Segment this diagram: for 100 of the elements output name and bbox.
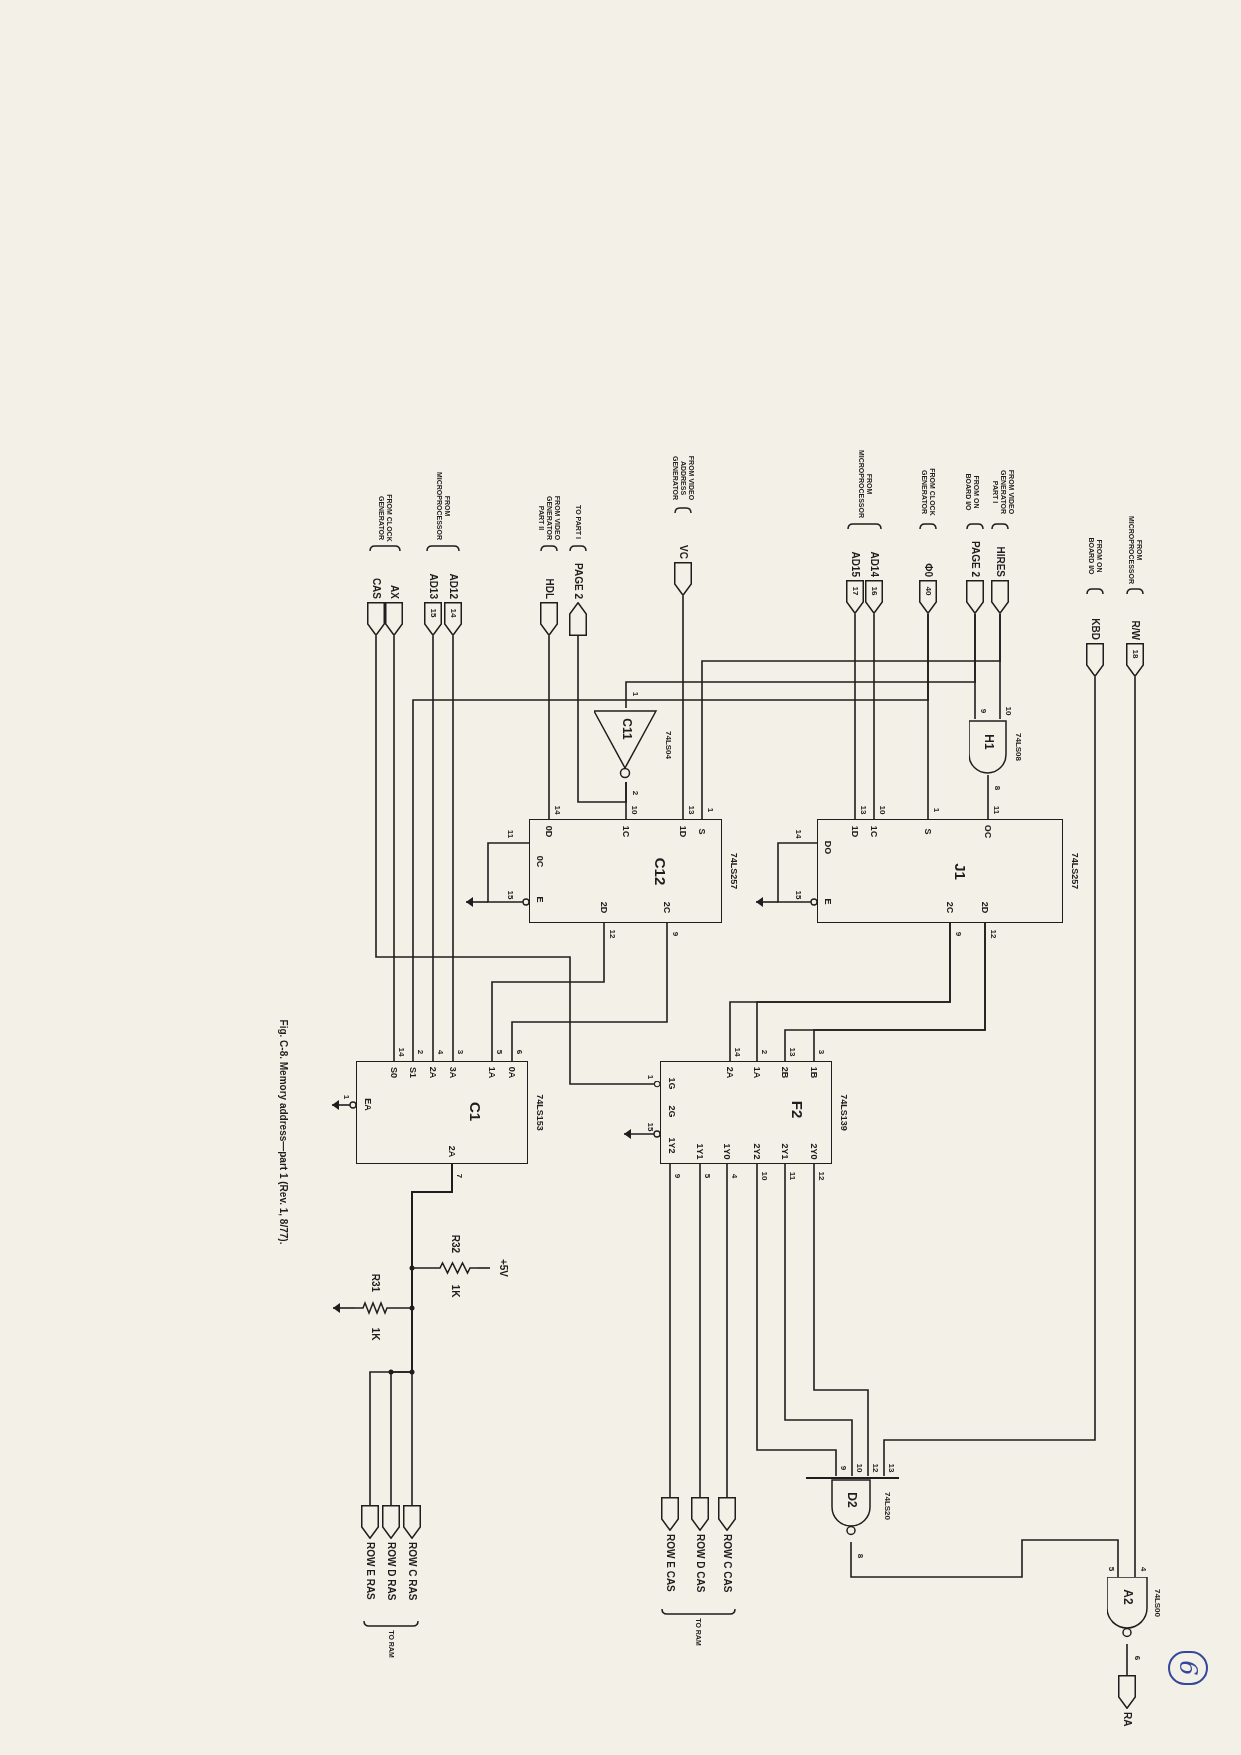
pin-number: 1 [341, 1094, 351, 1100]
pin-number: 14 [448, 608, 459, 618]
pin-label: 1Y1 [695, 1143, 706, 1160]
pin-label: 1D [678, 825, 689, 838]
wire [393, 635, 395, 1062]
pin-number: 4 [729, 1173, 739, 1179]
pin-label: 1Y2 [667, 1137, 678, 1154]
pin-label: 1C [869, 825, 880, 838]
pin-label: S1 [408, 1067, 419, 1078]
pin-number: 40 [923, 586, 934, 596]
pin-number: 9 [953, 931, 963, 937]
pin-label: 1A [487, 1066, 498, 1079]
pin-number: 10 [877, 805, 887, 815]
pin-label: 2B [780, 1066, 791, 1079]
wire [854, 613, 856, 820]
pin-number: 10 [759, 1171, 769, 1181]
pin-number: 15 [505, 890, 515, 900]
pin-label: S0 [389, 1067, 400, 1078]
pin-label: OC [983, 824, 994, 839]
pin-label: 2G [667, 1105, 678, 1118]
pin-number: 12 [607, 929, 617, 939]
pin-label: S [923, 828, 934, 835]
pin-number: 3 [816, 1049, 826, 1055]
figure-caption: Fig. C-8. Memory address—part 1 (Rev. 1, 8/77). [277, 1019, 289, 1245]
chip-label: C12 [652, 857, 669, 886]
pin-number: 9 [978, 708, 988, 714]
wire [682, 595, 684, 820]
pin-number: 1 [645, 1074, 655, 1080]
resistance-value: 1K [369, 1327, 381, 1341]
pin-label: 1B [809, 1066, 820, 1079]
pin-number: 11 [787, 1171, 797, 1181]
pin-number: 9 [838, 1465, 848, 1471]
pin-number: 6 [1132, 1655, 1142, 1661]
wire [987, 774, 989, 820]
component-label: R31 [369, 1273, 381, 1293]
pin-number: 13 [787, 1047, 797, 1057]
pin-number: 16 [869, 586, 880, 596]
wire [850, 1539, 1119, 1578]
page-number: 6 [1168, 1651, 1208, 1685]
signal-label: ROW D RAS [385, 1542, 398, 1601]
chip-label: F2 [789, 1100, 806, 1119]
part-number: 74LS257 [1069, 852, 1080, 890]
pin-number: 10 [1003, 706, 1013, 716]
signal-label: VC [677, 545, 690, 559]
pin-label: 1D [850, 825, 861, 838]
wire [1134, 676, 1136, 1578]
signal-label: RA [1121, 1712, 1134, 1727]
pin-number: 8 [992, 785, 1002, 791]
pin-label: 1C [621, 825, 632, 838]
wire [548, 635, 550, 820]
pin-label: DO [823, 840, 834, 855]
pin-number: 13 [886, 1463, 896, 1473]
pin-number: 11 [991, 805, 1001, 815]
wire [784, 1163, 853, 1477]
signal-label: PAGE 2 [572, 563, 585, 599]
gate-label: A2 [1120, 1589, 1134, 1605]
wire [1126, 1643, 1128, 1676]
signal-label: Φ0 [922, 563, 935, 577]
gate-label: C11 [619, 718, 633, 740]
pin-number: 11 [505, 829, 515, 839]
wire [375, 635, 661, 1088]
pin-number: 15 [645, 1122, 655, 1132]
signal-label: ROW C RAS [406, 1542, 419, 1601]
resistance-value: 1K [449, 1284, 461, 1298]
pin-label: 0D [544, 825, 555, 838]
wire [873, 613, 875, 820]
pin-label: 3A [448, 1066, 459, 1079]
signal-label: HDL [543, 578, 556, 599]
pin-number: 8 [855, 1553, 865, 1559]
pin-number: 13 [858, 805, 868, 815]
pin-number: 14 [396, 1047, 406, 1057]
pin-label: 2A [725, 1066, 736, 1079]
pin-number: 12 [816, 1171, 826, 1181]
signal-label: AD15 [849, 551, 862, 577]
pin-label: 2C [662, 901, 673, 914]
wire [491, 922, 605, 1062]
wire [701, 613, 1001, 820]
pin-number: 5 [494, 1049, 504, 1055]
pin-number: 1 [931, 807, 941, 813]
wire [452, 635, 454, 1062]
pin-number: 9 [672, 1173, 682, 1179]
pin-number: 17 [850, 586, 861, 596]
wire [511, 922, 668, 1062]
pin-number: 15 [428, 608, 439, 618]
signal-label: HIRES [994, 546, 1007, 577]
signal-label: R/W [1129, 620, 1142, 640]
chip-label: J1 [952, 863, 969, 880]
pin-label: 2A [447, 1145, 458, 1158]
pin-number: 10 [854, 1463, 864, 1473]
pin-label: 0A [507, 1066, 518, 1079]
wire [625, 613, 976, 709]
pin-number: 1 [630, 691, 640, 697]
pin-label: 2D [980, 901, 991, 914]
wire [369, 1163, 453, 1506]
part-number: 74LS139 [838, 1094, 849, 1131]
wire [577, 635, 627, 803]
pin-label: 1A [752, 1066, 763, 1079]
pin-label: EA [363, 1098, 374, 1111]
pin-number: 1 [705, 807, 715, 813]
pin-label: S [697, 828, 708, 835]
